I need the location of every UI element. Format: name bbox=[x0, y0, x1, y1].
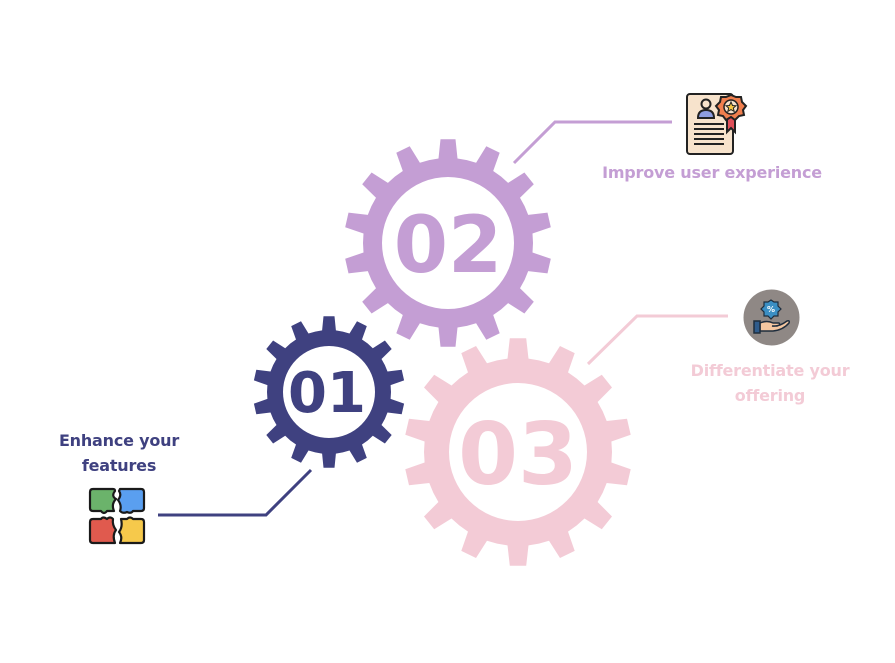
step-01-label-line2: features bbox=[81, 456, 157, 475]
certificate-award-icon bbox=[686, 93, 748, 155]
connector-line-02 bbox=[512, 120, 672, 165]
svg-text:%: % bbox=[767, 305, 775, 314]
gear-number-03: 03 bbox=[458, 405, 578, 505]
gear-01 bbox=[253, 316, 405, 468]
hand-discount-badge-icon: % bbox=[743, 289, 800, 346]
step-03-label-line2: offering bbox=[734, 386, 806, 405]
step-03-label: Differentiate your offering bbox=[670, 358, 870, 408]
puzzle-pieces-icon bbox=[88, 487, 146, 545]
connector-line-01 bbox=[158, 468, 313, 517]
gear-03 bbox=[405, 338, 631, 566]
step-01-label-line1: Enhance your bbox=[58, 431, 180, 450]
step-02-label: Improve user experience bbox=[602, 163, 822, 182]
step-03-label-line1: Differentiate your bbox=[690, 361, 850, 380]
gear-02 bbox=[345, 139, 551, 347]
gear-number-01: 01 bbox=[288, 361, 366, 426]
connector-line-03 bbox=[586, 314, 728, 366]
step-01-label: Enhance your features bbox=[40, 428, 198, 478]
gear-number-02: 02 bbox=[394, 201, 503, 291]
